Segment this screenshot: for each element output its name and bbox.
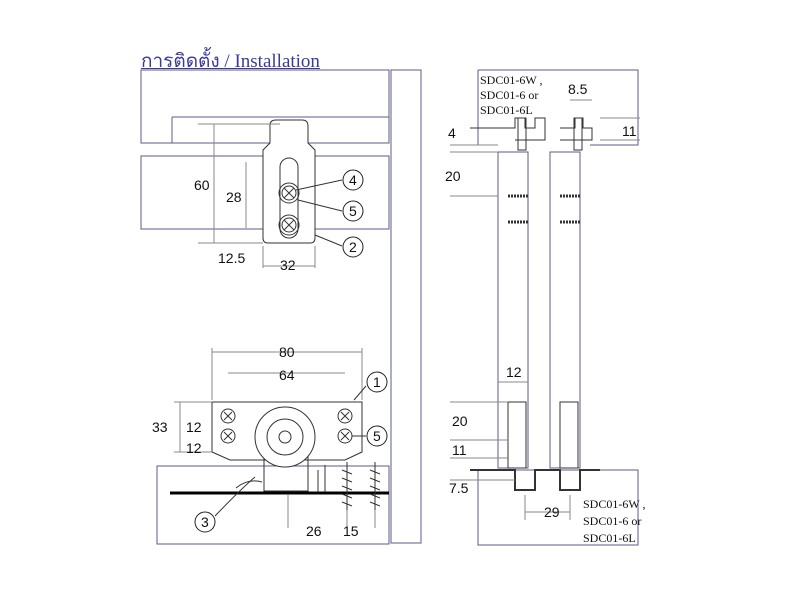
bottom-view-roller-detail — [156, 348, 390, 545]
top-model-line1: SDC01-6W , — [480, 73, 542, 87]
guide-leader — [214, 476, 256, 517]
callout-circle-1 — [366, 371, 388, 393]
hanger-right — [573, 117, 583, 151]
screw-upper — [278, 182, 300, 204]
callout-3: 3 — [201, 514, 209, 530]
bottom-model-line2: SDC01-6 or — [583, 514, 641, 528]
top-model-line3: SDC01-6L — [480, 103, 533, 117]
callout-5b: 5 — [373, 428, 381, 444]
top-track-right — [560, 117, 593, 141]
plate-screws — [220, 408, 353, 444]
dim-80: 80 — [279, 344, 295, 360]
dim-15: 15 — [343, 523, 359, 539]
guide-right — [559, 401, 579, 469]
callout-1: 1 — [373, 374, 381, 390]
dim-11-bottom: 11 — [452, 442, 467, 458]
door-screws — [508, 194, 580, 224]
callout-circle-2 — [342, 236, 364, 258]
dim-12-upper: 12 — [186, 419, 202, 435]
screw-lower — [278, 214, 300, 236]
dim-60: 60 — [194, 177, 210, 193]
roller-wheel-outer — [254, 406, 316, 468]
dim-64: 64 — [279, 367, 295, 383]
page-title: การติดตั้ง / Installation — [141, 51, 320, 72]
callout-circle-3 — [194, 511, 216, 533]
dim-29: 29 — [544, 504, 560, 520]
hanger-bracket — [262, 119, 316, 244]
dim-12-lower: 12 — [186, 440, 202, 456]
guide-left — [507, 401, 527, 469]
dim-20-top: 20 — [445, 168, 461, 184]
callout-5: 5 — [349, 203, 357, 219]
roller-wheel-inner — [266, 418, 304, 456]
door-right — [549, 151, 581, 469]
callout-circle-5b — [366, 425, 388, 447]
callout-circle-5 — [342, 200, 364, 222]
bottom-model-line1: SDC01-6W , — [583, 497, 645, 511]
door-left — [497, 151, 529, 469]
dim-8-5: 8.5 — [568, 81, 588, 97]
top-track-left — [470, 117, 546, 141]
dim-7-5: 7.5 — [449, 480, 469, 496]
dim-33: 33 — [152, 419, 168, 435]
hanger-left — [517, 117, 527, 151]
dim-32: 32 — [280, 257, 296, 273]
callout-circle-4 — [342, 169, 364, 191]
leader-1 — [353, 385, 367, 401]
dim-4: 4 — [448, 125, 456, 141]
dim-20-bottom: 20 — [452, 413, 468, 429]
dim-12-5: 12.5 — [218, 250, 245, 266]
callout-2: 2 — [349, 239, 357, 255]
leader-2 — [314, 234, 343, 247]
dim-28: 28 — [226, 189, 242, 205]
top-model-line2: SDC01-6 or — [480, 88, 538, 102]
wood-screws — [317, 462, 381, 510]
lower-panel-outline — [156, 465, 390, 545]
guide-curve — [235, 480, 263, 489]
top-view-bracket-detail — [140, 69, 422, 544]
leader-5 — [297, 199, 343, 212]
dim-12: 12 — [506, 364, 522, 380]
dim-11-top: 11 — [622, 123, 637, 139]
section-view — [450, 69, 640, 546]
top-track-outline — [478, 69, 639, 146]
callout-4: 4 — [349, 172, 357, 188]
dim-26: 26 — [306, 523, 322, 539]
bottom-model-line3: SDC01-6L — [583, 531, 636, 545]
wall-column — [390, 69, 422, 544]
roller-axle — [278, 430, 292, 444]
leader-4 — [295, 179, 343, 191]
upper-frame-outline — [140, 69, 390, 144]
